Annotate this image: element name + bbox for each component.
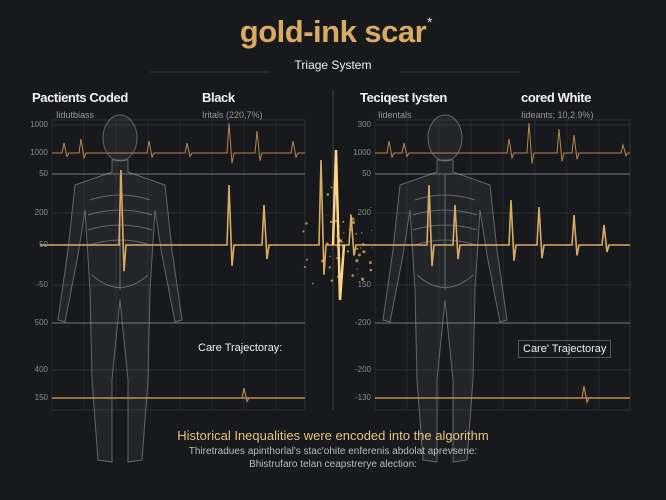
gold-particle: [372, 247, 373, 248]
left-y-tick: 500: [24, 318, 48, 327]
gold-particle: [332, 249, 333, 250]
left-trajectory-label: Care Trajectoray:: [194, 340, 286, 356]
gold-particle: [341, 241, 343, 243]
gold-particle: [304, 266, 306, 268]
right-heading: Teciqest Iysten: [360, 90, 447, 105]
gold-particle: [339, 225, 340, 226]
footer-headline: Historical Inequalities were encoded int…: [0, 428, 666, 443]
left-y-tick: 400: [24, 365, 48, 374]
right-y-tick: 50: [347, 169, 371, 178]
gold-particle: [350, 229, 352, 231]
right-group: cored White: [521, 90, 591, 105]
right-y-tick: 1000: [347, 148, 371, 157]
right-y-tick: -200: [347, 365, 371, 374]
gold-particle: [334, 203, 336, 205]
page-subtitle: Triage System: [0, 58, 666, 72]
left-sublabel: Iidutbiass: [56, 110, 94, 120]
gold-particle: [352, 221, 355, 224]
footer-line-2: Bhistrufaro telan ceapstrerye alection:: [0, 459, 666, 470]
gold-particle: [369, 261, 372, 264]
gold-particle: [321, 259, 324, 262]
gold-particle: [342, 238, 343, 239]
gold-particle: [333, 217, 334, 218]
right-y-tick: 150: [347, 280, 371, 289]
gold-particle: [326, 193, 329, 196]
gold-particle: [337, 276, 339, 278]
left-y-tick: 150: [24, 393, 48, 402]
gold-particle: [329, 256, 330, 257]
left-heading: Pactients Coded: [32, 90, 128, 105]
gold-particle: [361, 232, 362, 233]
left-y-tick: 50: [24, 240, 48, 249]
gold-particle: [356, 248, 358, 250]
right-y-tick: 300: [347, 120, 371, 129]
gold-particle: [355, 233, 357, 235]
central-spike-glow: [333, 150, 344, 300]
gold-particle: [342, 253, 345, 256]
gold-particle: [339, 239, 340, 240]
gold-particle: [334, 220, 337, 223]
gold-particle: [306, 259, 308, 261]
right-y-tick: -200: [347, 318, 371, 327]
gold-particle: [302, 230, 304, 232]
gold-particle: [347, 250, 349, 252]
right-stat: Iideants; 10,2.9%): [521, 110, 594, 120]
left-y-tick: 1000: [24, 120, 48, 129]
gold-particle: [362, 250, 365, 253]
right-y-tick: -130: [347, 393, 371, 402]
gold-particle: [326, 215, 327, 216]
left-group: Black: [202, 90, 235, 105]
gold-particle: [355, 259, 358, 262]
gold-particle: [330, 221, 333, 224]
gold-particle: [352, 218, 355, 221]
left-upper-ecg-trace: [52, 123, 305, 164]
left-y-tick: 200: [24, 208, 48, 217]
right-sublabel: Iidentals: [378, 110, 412, 120]
gold-particle: [342, 221, 344, 223]
gold-particle: [371, 230, 372, 231]
right-y-tick: 200: [347, 208, 371, 217]
gold-particle: [338, 262, 339, 263]
gold-particle: [342, 246, 345, 249]
gold-particle: [357, 273, 358, 274]
gold-particle: [312, 283, 314, 285]
gold-particle: [326, 242, 329, 245]
gold-particle: [357, 269, 358, 270]
gold-particle: [336, 257, 338, 259]
gold-particle: [343, 232, 344, 233]
gold-particle: [324, 266, 325, 267]
left-stat: Iritals (220,7%): [202, 110, 263, 120]
gold-particle: [362, 243, 364, 245]
right-trajectory-label: Care' Trajectoray: [518, 340, 611, 358]
gold-particle: [338, 242, 340, 244]
left-y-tick: -50: [24, 280, 48, 289]
gold-particle: [331, 187, 333, 189]
left-bottom-ecg-trace: [52, 388, 305, 402]
gold-particle: [337, 246, 339, 248]
footer-line-1: Thiretradues apinthorlal's stac'ohite en…: [0, 446, 666, 457]
asterisk-icon: *: [427, 14, 432, 30]
left-y-tick: 1000: [24, 148, 48, 157]
gold-particle: [351, 274, 354, 277]
gold-particle: [370, 269, 373, 272]
gold-particle: [331, 279, 333, 281]
gold-particle: [358, 253, 361, 256]
gold-particle: [337, 237, 339, 239]
page-title: gold-ink scar: [0, 14, 666, 50]
gold-particle: [341, 279, 343, 281]
gold-particle: [360, 247, 361, 248]
gold-particle: [329, 266, 331, 268]
gold-particle: [305, 222, 308, 225]
gold-particle: [357, 258, 358, 259]
left-y-tick: 50: [24, 169, 48, 178]
